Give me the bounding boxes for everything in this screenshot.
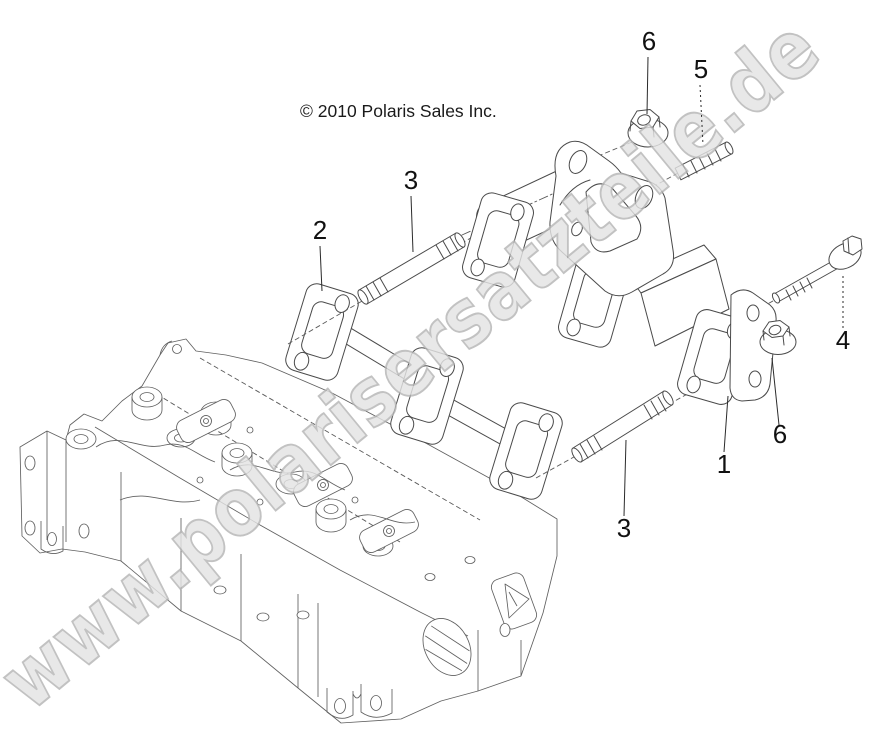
head-exhaust-port-oval bbox=[422, 618, 472, 676]
rocker-pads bbox=[176, 399, 419, 553]
cylinder-head-drawing bbox=[19, 338, 558, 724]
callout-1: 1 bbox=[717, 449, 731, 479]
copyright-notice: © 2010 Polaris Sales Inc. bbox=[300, 101, 497, 121]
flange-nut-top bbox=[627, 109, 669, 148]
stud-upper bbox=[357, 232, 466, 305]
callout-2: 2 bbox=[313, 215, 327, 245]
stud-top-right bbox=[674, 141, 734, 181]
exhaust-manifold bbox=[461, 140, 777, 405]
callout-3-lower: 3 bbox=[617, 513, 631, 543]
stud-lower bbox=[571, 390, 674, 463]
callout-5: 5 bbox=[694, 54, 708, 84]
callout-3-upper: 3 bbox=[404, 165, 418, 195]
callout-leader-lines bbox=[319, 56, 844, 517]
callout-6-top: 6 bbox=[642, 26, 656, 56]
flange-bolt bbox=[771, 235, 863, 304]
head-legs bbox=[40, 521, 393, 719]
callout-labels: 6 5 3 2 4 6 1 3 bbox=[313, 26, 850, 543]
callout-4: 4 bbox=[836, 325, 850, 355]
callout-6-right: 6 bbox=[773, 419, 787, 449]
head-ridge-dashed bbox=[199, 357, 481, 521]
head-holes bbox=[24, 426, 511, 637]
manifold-gasket bbox=[285, 283, 563, 500]
flange-nut-right bbox=[759, 320, 797, 355]
